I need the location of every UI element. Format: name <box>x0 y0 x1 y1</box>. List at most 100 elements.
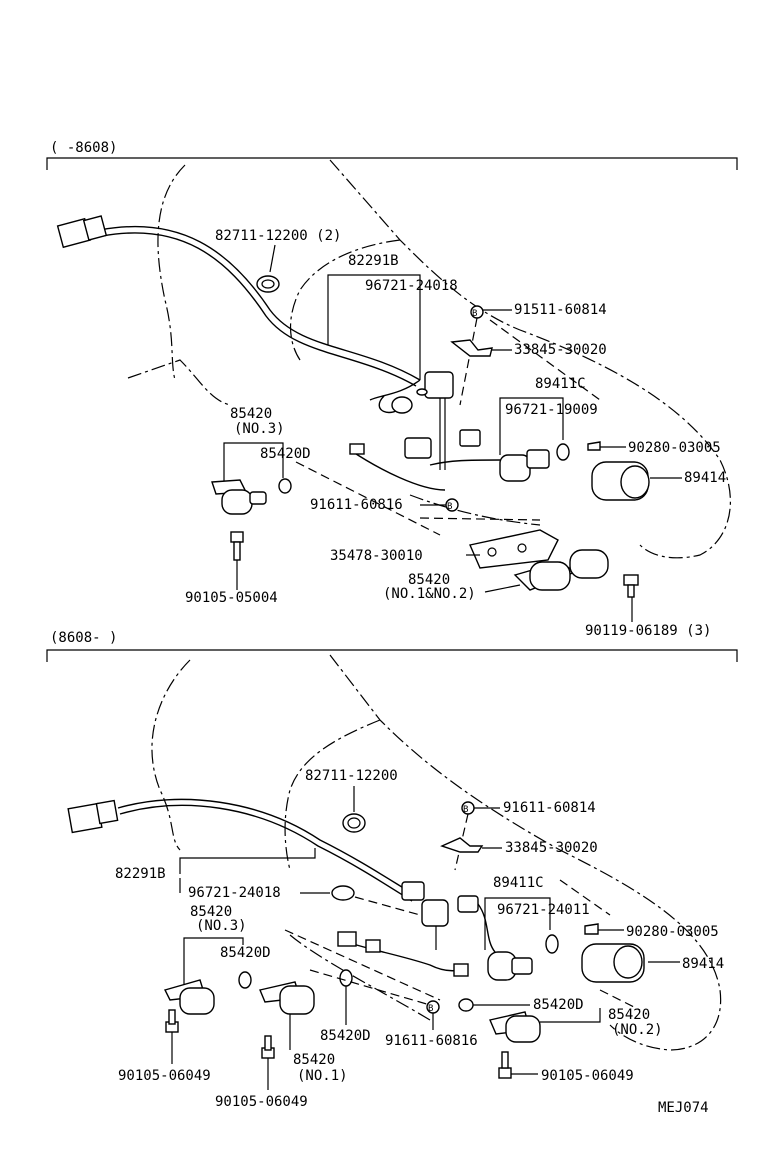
leader-sensor-bottom <box>484 897 551 950</box>
bolt-d-label-top: 90105-05004 <box>185 590 278 606</box>
solenoid-no2-bottom-icon <box>489 1011 541 1043</box>
oring-c-icon <box>278 478 292 494</box>
bolt-c-label-bottom: 91611-60816 <box>385 1033 478 1049</box>
solenoid-no12-label-top: 85420 <box>408 572 450 588</box>
clamp-label-top: 82711-12200 (2) <box>215 228 341 244</box>
gasket-icon <box>469 529 559 569</box>
oring-b-label-top: 96721-19009 <box>505 402 598 418</box>
oil-temp-sensor-bottom-icon <box>401 881 449 950</box>
case-outline-bottom-lower <box>289 934 431 1021</box>
solenoid-no3-sub-top: (NO.3) <box>234 421 285 437</box>
clamp-bottom-icon <box>342 813 366 833</box>
sensor-connector-bottom-icon <box>457 895 479 913</box>
solenoid-no12-icon <box>513 549 609 591</box>
connector-small-icon <box>391 396 413 414</box>
oring-b-bottom-icon <box>545 934 559 954</box>
bolt-e-icon <box>623 574 639 598</box>
pin-icon <box>587 441 601 451</box>
pin-bottom-icon <box>584 923 599 935</box>
dash-sensor-top <box>489 319 601 401</box>
case-outline-left-lower <box>127 359 231 406</box>
oring-a-bottom-icon <box>331 885 355 901</box>
clamp-label-bottom: 82711-12200 <box>305 768 398 784</box>
wire-harness-main-b <box>101 232 417 387</box>
wire-assy-label-bottom: 82291B <box>115 866 166 882</box>
wire-harness-main-bottom-b <box>119 804 413 902</box>
solenoid-no3-label-top: 85420 <box>230 406 272 422</box>
leader-solenoid-no12-top <box>484 584 521 593</box>
oring-a-label-top: 96721-24018 <box>365 278 458 294</box>
callout-b-top2-icon <box>445 498 459 512</box>
case-outline-left <box>157 164 186 381</box>
leader-wire-assy-bottom <box>179 848 316 874</box>
sensor-wire-bottom <box>477 903 496 953</box>
sensor-cover-bottom-icon <box>581 943 645 983</box>
bolt-h-label-bottom: 90105-06049 <box>541 1068 634 1084</box>
bolt-b-label-bottom: 91611-60814 <box>503 800 596 816</box>
sensor-cover-icon <box>591 461 650 501</box>
diagram-code: MEJ074 <box>658 1100 709 1116</box>
callout-b-bottom2: B <box>428 1004 433 1014</box>
bolt-g-label-bottom: 90105-06049 <box>215 1094 308 1110</box>
solenoid-no1-label-bottom: 85420 <box>293 1052 335 1068</box>
solenoid-no3-icon <box>211 479 267 515</box>
bolt-e-label-top: 90119-06189 (3) <box>585 623 711 639</box>
oring-c-label-bottom: 85420D <box>220 945 271 961</box>
dash-solenoid-top <box>295 461 541 536</box>
pin-label-bottom: 90280-03005 <box>626 924 719 940</box>
bolt-f-icon <box>165 1009 179 1033</box>
connector-left-bottom-icon <box>337 931 357 947</box>
bolt-g-icon <box>261 1035 275 1059</box>
cover-label-top: 89414 <box>684 470 726 486</box>
section-bracket-top <box>46 157 738 170</box>
leader-solenoid-no3-top <box>223 442 284 485</box>
case-outline-right-bottom <box>329 654 722 1051</box>
range-label-top: ( -8608) <box>50 140 117 156</box>
oring-e-label-bottom: 85420D <box>533 997 584 1013</box>
case-outline-right <box>329 159 731 559</box>
leader-solenoid-no2-bottom <box>540 1008 601 1023</box>
leader-clamp-top <box>269 244 276 273</box>
leader-solenoid-no3-bottom <box>183 937 244 985</box>
solenoid-no3-label-bottom: 85420 <box>190 904 232 920</box>
case-outline-inner <box>289 239 401 361</box>
wire-harness-main <box>99 225 421 381</box>
leader-sensor-top <box>499 397 564 455</box>
wire-harness-main-bottom <box>117 798 416 896</box>
terminal-icon <box>349 443 365 455</box>
oring-b-icon <box>556 443 570 461</box>
leader-wire-assy-top <box>327 274 421 345</box>
bolt-f-label-bottom: 90105-06049 <box>118 1068 211 1084</box>
connector-right-bottom-icon <box>453 963 469 977</box>
section-bracket-bottom <box>46 649 738 662</box>
sensor-label-bottom: 89411C <box>493 875 544 891</box>
harness-branch-lower <box>349 449 501 491</box>
oring-c-label-top: 85420D <box>260 446 311 462</box>
plate-label-top: 33845-30020 <box>514 342 607 358</box>
section-bottom: (8608- ) 82711-12200 <box>46 630 738 1116</box>
dash-oring-a-bottom <box>354 896 421 916</box>
oring-b-label-bottom: 96721-24011 <box>497 902 590 918</box>
solenoid-no1-bottom-icon <box>259 981 315 1015</box>
speed-sensor-icon <box>499 449 550 482</box>
speed-sensor-bottom-icon <box>487 951 533 981</box>
solenoid-no1-sub-bottom: (NO.1) <box>297 1068 348 1084</box>
dash-solenoid-no2-bottom <box>599 989 641 1011</box>
dash-bolt-b-top <box>459 317 478 406</box>
pin-label-top: 90280-03005 <box>628 440 721 456</box>
harness-branch-lower-bottom <box>339 939 461 972</box>
harness-connector-icon <box>56 215 108 249</box>
bolt-c-label-top: 91611-60816 <box>310 497 403 513</box>
bolt-b-label-top: 91511-60814 <box>514 302 607 318</box>
oring-d-bottom-icon <box>339 969 353 987</box>
callout-b-top1: B <box>472 309 477 319</box>
bolt-d-icon <box>230 531 244 561</box>
solenoid-no3-sub-bottom: (NO.3) <box>196 918 247 934</box>
callout-b-bottom1: B <box>463 805 468 815</box>
solenoid-no2-label-bottom: 85420 <box>608 1007 650 1023</box>
gasket-label-top: 35478-30010 <box>330 548 423 564</box>
solenoid-no2-sub-bottom: (NO.2) <box>612 1022 663 1038</box>
dash-pin-bottom <box>559 879 611 916</box>
callout-b-top2: B <box>447 502 452 512</box>
